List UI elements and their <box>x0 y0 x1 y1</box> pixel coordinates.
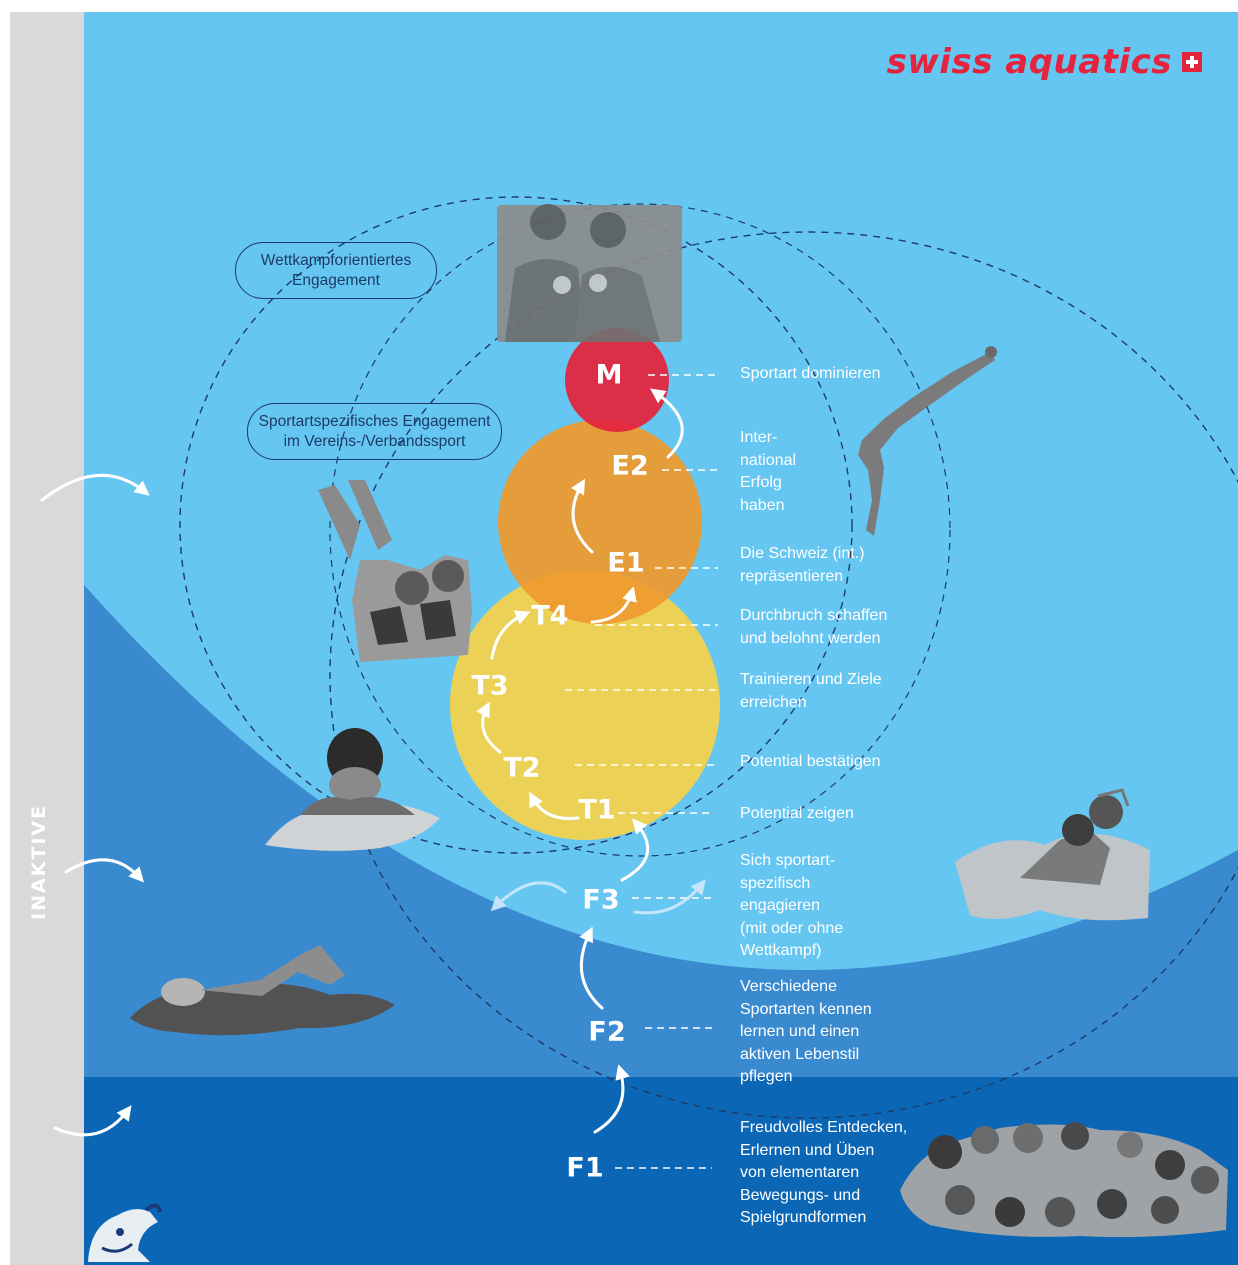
stage-label-m: Sportart dominieren <box>740 365 881 382</box>
arrow-f3-right <box>633 879 706 915</box>
inner-dashed-circle <box>329 203 951 857</box>
stage-label-t1: Potential zeigen <box>740 805 854 822</box>
synchronized-swimmers-photo <box>318 480 472 662</box>
water-polo-player-photo <box>955 788 1150 921</box>
stage-label-t4: Durchbruch schaffen und belohnt werden <box>740 607 888 647</box>
open-water-swimmer-photo <box>130 945 395 1036</box>
swiss-aquatics-logo: swiss aquatics <box>887 42 1202 82</box>
stage-code-f3: F3 <box>582 884 620 916</box>
stage-label-e1: Die Schweiz (int.) repräsentieren <box>740 545 865 585</box>
stage-code-e2: E2 <box>611 450 649 482</box>
m-stage-circle <box>565 328 669 432</box>
competitive-engagement-bubble: Wettkampforientiertes Engagement <box>235 242 437 299</box>
side-arrow-top <box>40 473 150 502</box>
swiss-flag-icon <box>1182 52 1202 72</box>
inactive-label: INAKTIVE <box>28 803 50 920</box>
breaststroke-swimmer-photo <box>265 728 440 851</box>
stage-label-t3: Trainieren und Ziele erreichen <box>740 671 882 711</box>
stage-label-t2: Potential bestätigen <box>740 753 881 770</box>
side-arrow-middle <box>64 858 145 883</box>
t-stage-circle <box>450 570 720 840</box>
stage-label-f3: Sich sportart- spezifisch engagieren (mi… <box>740 852 844 959</box>
stage-code-f1: F1 <box>566 1152 604 1184</box>
arrow-t3-t4 <box>490 610 531 660</box>
arrow-e1-e2 <box>571 478 594 554</box>
medalists-photo <box>497 204 682 342</box>
background-mid-band <box>84 585 1238 1077</box>
arrow-t1-t2 <box>529 791 580 821</box>
mascot-image <box>88 1203 162 1262</box>
arrow-e2-m <box>650 388 684 459</box>
arrow-f3-left <box>490 881 567 912</box>
stage-code-t4: T4 <box>531 600 569 632</box>
stage-label-f2: Verschiedene Sportarten kennen lernen un… <box>740 978 872 1085</box>
stage-code-m: M <box>595 359 623 391</box>
kids-group-photo <box>900 1122 1228 1238</box>
arrow-f2-f3 <box>579 926 604 1010</box>
stage-code-t3: T3 <box>471 670 509 702</box>
arrow-t4-e1 <box>590 586 637 624</box>
side-arrow-bottom <box>53 1105 132 1137</box>
club-engagement-circle <box>329 231 1238 1119</box>
stage-label-e2: Inter- national Erfolg haben <box>740 429 797 514</box>
inactive-side-bar <box>10 12 84 1265</box>
diver-photo <box>858 346 997 536</box>
stage-code-t2: T2 <box>503 752 541 784</box>
arrow-f3-t1 <box>620 818 650 882</box>
arrow-t2-t3 <box>476 701 502 754</box>
stage-code-t1: T1 <box>578 794 616 826</box>
competitive-engagement-circle <box>179 196 853 854</box>
stage-code-e1: E1 <box>607 547 645 579</box>
club-engagement-bubble: Sportartspezifisches Engagement im Verei… <box>247 403 502 460</box>
stage-label-f1: Freudvolles Entdecken, Erlernen und Üben… <box>740 1119 908 1226</box>
brand-name: swiss aquatics <box>886 42 1172 82</box>
arrow-f1-f2 <box>593 1064 630 1134</box>
stage-code-f2: F2 <box>588 1016 626 1048</box>
e-stage-circle <box>498 420 702 624</box>
